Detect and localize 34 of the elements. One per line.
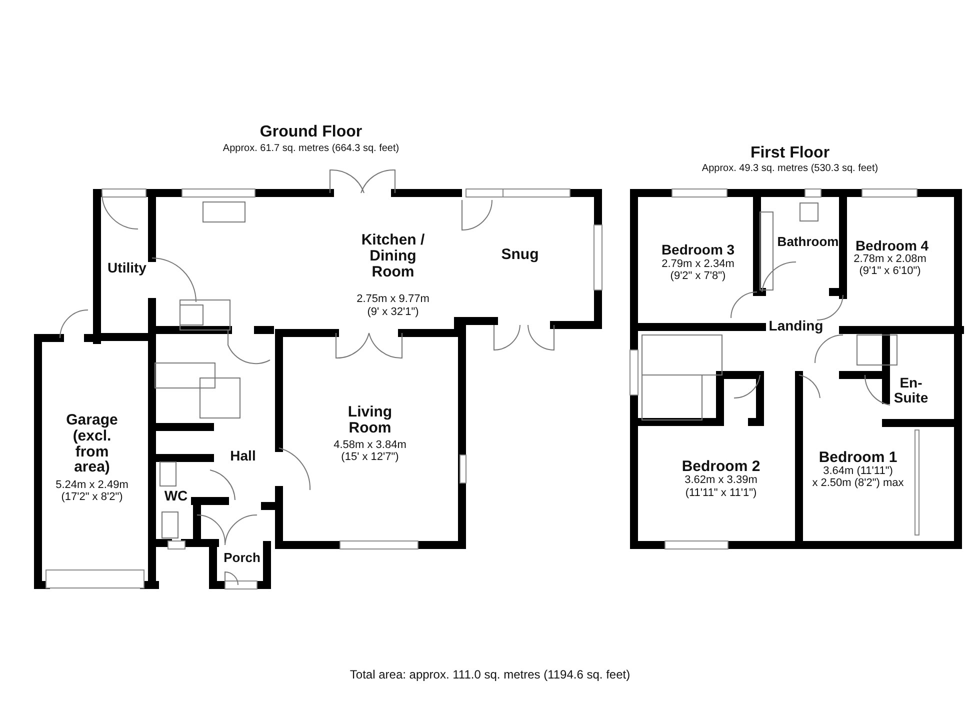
room-dimensions: 2.78m x 2.08m (854, 254, 926, 266)
room-name: Kitchen / Dining Room (360, 232, 426, 280)
room-name: En-Suite (892, 375, 930, 405)
room-dimensions: 2.79m x 2.34m (662, 259, 734, 271)
room-name: Snug (501, 247, 539, 263)
room-dimensions: (11'11" x 11'1") (685, 488, 757, 500)
room-name: Bedroom 3 (661, 242, 735, 258)
floor-heading: First Floor (750, 146, 830, 162)
room-dimensions: 3.64m (11'11") (823, 466, 893, 478)
room-name: Bathroom (777, 235, 839, 249)
room-name: Bedroom 1 (818, 450, 898, 466)
room-dimensions: 5.24m x 2.49m (56, 480, 128, 492)
room-dimensions: (15' x 12'7") (341, 452, 399, 464)
room-dimensions: 3.62m x 3.39m (684, 475, 758, 487)
room-name: Hall (230, 448, 256, 464)
room-name: Garage (excl. from area) (65, 412, 119, 476)
room-dimensions: 4.58m x 3.84m (334, 440, 406, 452)
room-dimensions: 2.75m x 9.77m (356, 294, 430, 306)
room-dimensions: (9'2" x 7'8") (670, 271, 726, 283)
room-dimensions: x 2.50m (8'2") max (812, 478, 904, 490)
room-name: WC (164, 488, 188, 504)
room-name: Utility (108, 260, 146, 276)
room-name: Landing (768, 318, 824, 334)
room-name: Bedroom 4 (855, 238, 929, 254)
room-dimensions: (9' x 32'1") (367, 307, 419, 319)
room-dimensions: (17'2" x 8'2") (61, 492, 123, 504)
floor-area-note: Approx. 49.3 sq. metres (530.3 sq. feet) (702, 164, 878, 174)
room-dimensions: (9'1" x 6'10") (859, 266, 921, 278)
room-name: Bedroom 2 (682, 459, 760, 475)
room-name: Living Room (346, 404, 394, 436)
floor-heading: Ground Floor (260, 124, 362, 142)
total-area-note: Total area: approx. 111.0 sq. metres (1194.6 sq. feet) (350, 668, 630, 682)
floor-area-note: Approx. 61.7 sq. metres (664.3 sq. feet) (222, 144, 400, 154)
room-name: Porch (224, 551, 260, 565)
